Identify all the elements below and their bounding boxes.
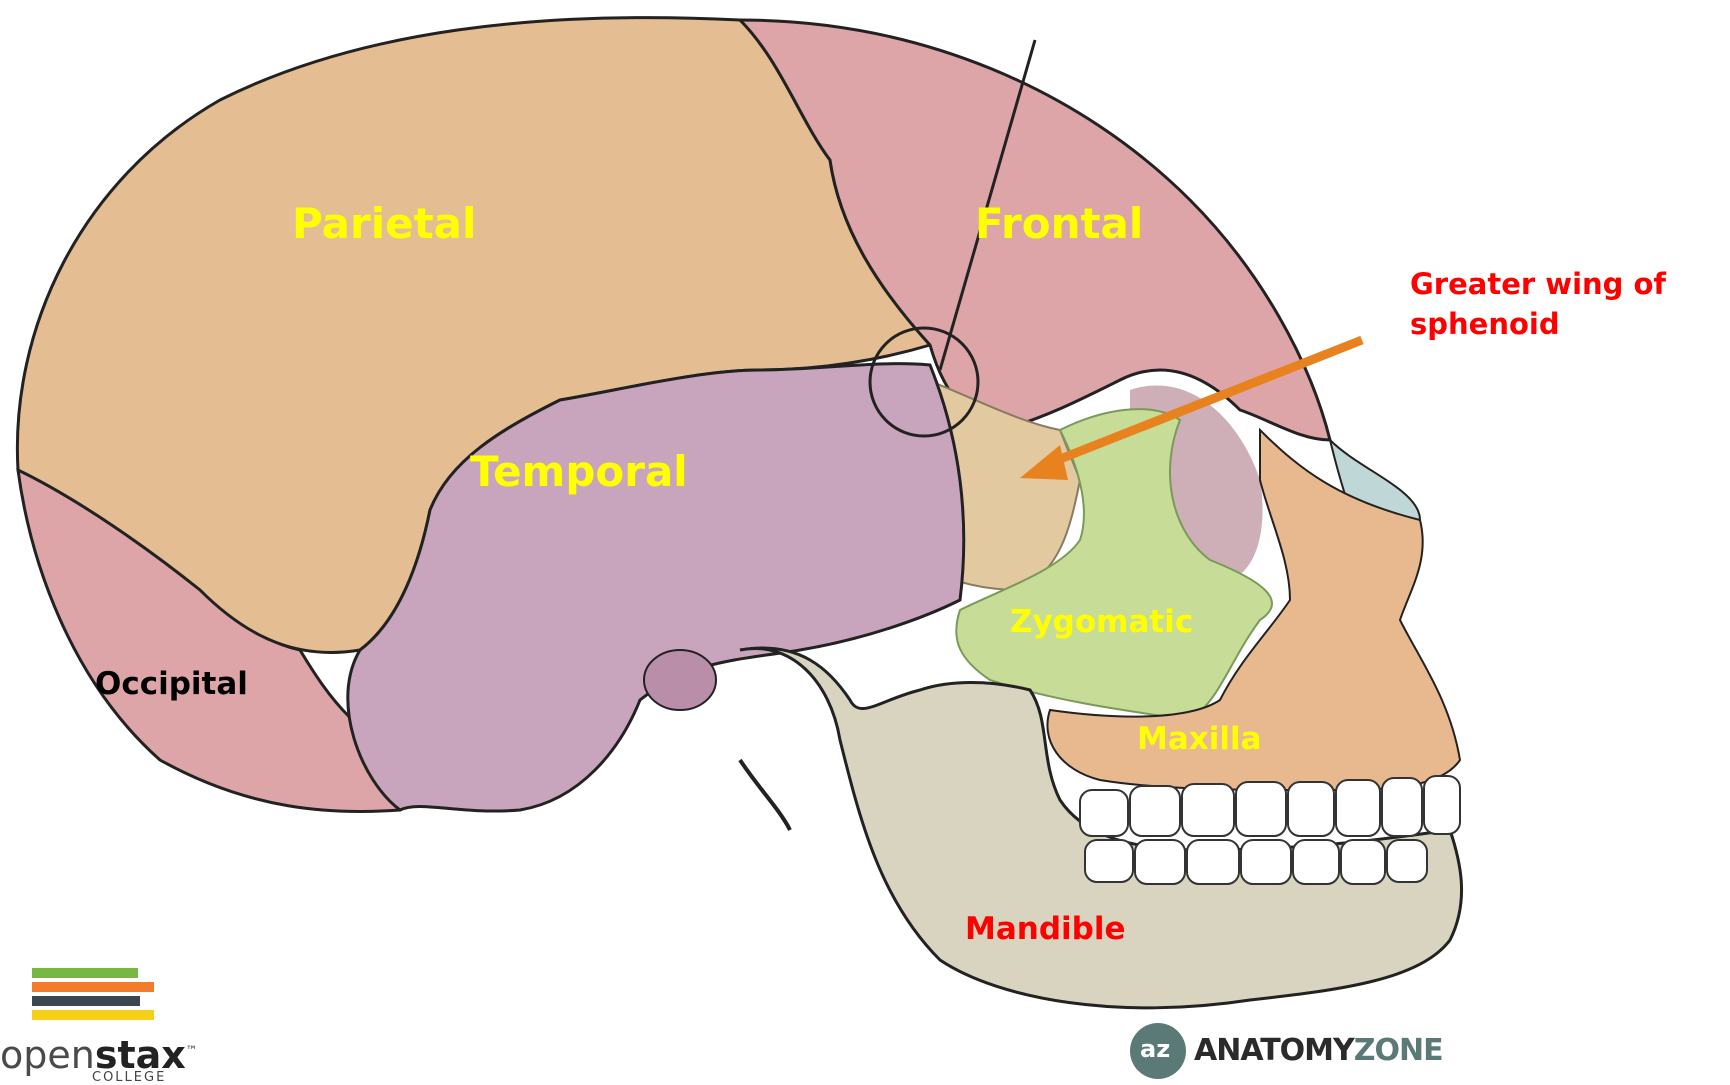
label-temporal: Temporal bbox=[470, 448, 688, 496]
openstax-stripe-dark bbox=[32, 996, 140, 1006]
anatomyzone-wordmark: ANATOMYZONE bbox=[1194, 1033, 1443, 1068]
label-greater-wing-line1: Greater wing of bbox=[1410, 268, 1666, 301]
openstax-college: COLLEGE bbox=[92, 1070, 166, 1085]
label-occipital: Occipital bbox=[95, 667, 248, 703]
openstax-stripe-green bbox=[32, 968, 138, 978]
teeth bbox=[1080, 776, 1460, 884]
anatomyzone-word1: ANATOMY bbox=[1194, 1033, 1354, 1068]
openstax-tm: ™ bbox=[186, 1043, 198, 1057]
ear-canal bbox=[644, 650, 716, 710]
openstax-prefix: open bbox=[0, 1033, 95, 1077]
styloid-process bbox=[740, 760, 790, 830]
label-parietal: Parietal bbox=[292, 200, 476, 248]
label-greater-wing-line2: sphenoid bbox=[1410, 308, 1560, 341]
openstax-stripe-yellow bbox=[32, 1010, 154, 1020]
label-zygomatic: Zygomatic bbox=[1010, 605, 1193, 641]
label-maxilla: Maxilla bbox=[1137, 722, 1262, 758]
openstax-stripe-orange bbox=[32, 982, 154, 992]
anatomyzone-badge-text: az bbox=[1140, 1035, 1170, 1063]
anatomyzone-word2: ZONE bbox=[1354, 1033, 1443, 1068]
label-mandible: Mandible bbox=[965, 912, 1126, 948]
label-frontal: Frontal bbox=[975, 200, 1143, 248]
